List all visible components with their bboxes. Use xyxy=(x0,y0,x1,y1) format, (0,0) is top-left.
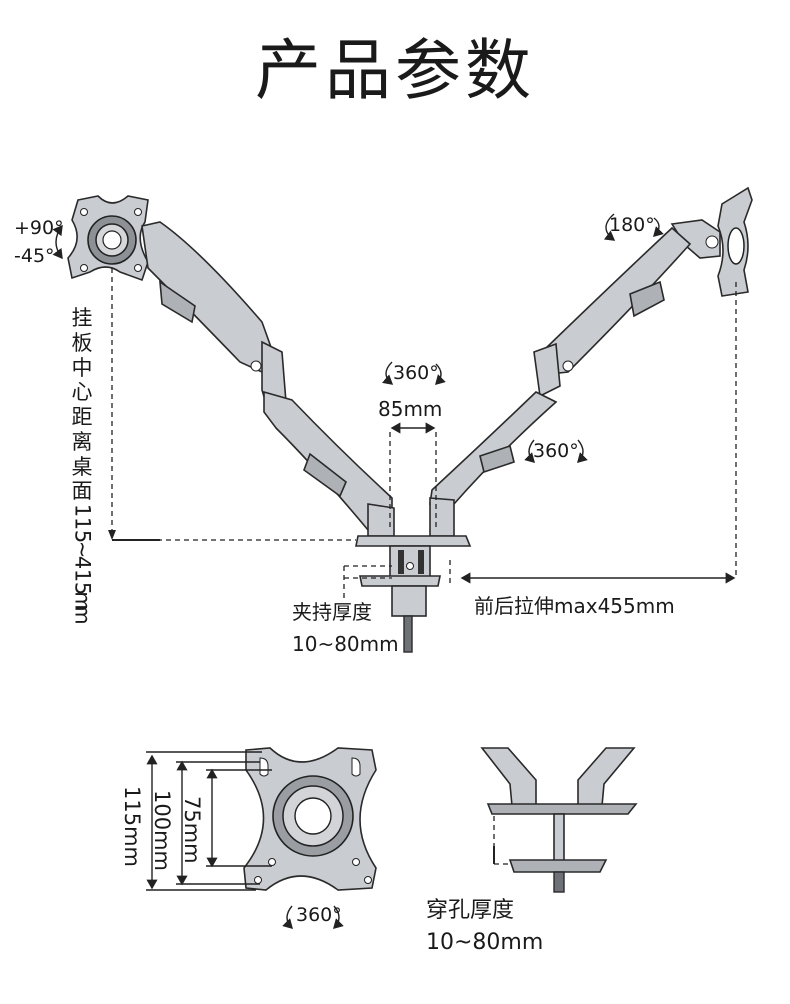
left-vesa-plate xyxy=(67,195,149,282)
clamp-thickness-range: 10~80mm xyxy=(292,632,399,656)
rotation-icon xyxy=(282,213,664,929)
grommet-mount-detail xyxy=(480,747,638,893)
joint-rotation-label: 360° xyxy=(533,440,579,462)
pole-gap-label: 85mm xyxy=(378,397,443,421)
swivel-head-label: 180° xyxy=(609,214,655,236)
tilt-down-label: -45° xyxy=(14,245,55,267)
left-upper-arm xyxy=(141,221,287,412)
tilt-arrow-icon xyxy=(52,224,63,260)
right-upper-arm xyxy=(533,226,692,398)
base-rotation-label: 360° xyxy=(393,362,439,384)
tilt-up-label: +90° xyxy=(14,217,64,239)
clamp-thickness-title: 夹持厚度 xyxy=(292,600,372,624)
grommet-thickness-title: 穿孔厚度 xyxy=(426,898,515,923)
page-title: 产品参数 xyxy=(255,32,535,109)
vesa-75-label: 75mm xyxy=(180,796,204,864)
vesa-115-label: 115mm xyxy=(120,786,144,867)
right-lower-arm xyxy=(429,391,558,537)
vesa-100-label: 100mm xyxy=(150,790,174,871)
plate-rotation-label: 360° xyxy=(296,904,342,926)
vesa-plate-detail xyxy=(243,747,377,891)
right-vesa-plate xyxy=(670,186,753,297)
left-lower-arm xyxy=(263,390,395,537)
desk-clamp xyxy=(355,535,472,653)
grommet-thickness-range: 10~80mm xyxy=(426,930,544,955)
extension-label: 前后拉伸max455mm xyxy=(474,594,675,618)
